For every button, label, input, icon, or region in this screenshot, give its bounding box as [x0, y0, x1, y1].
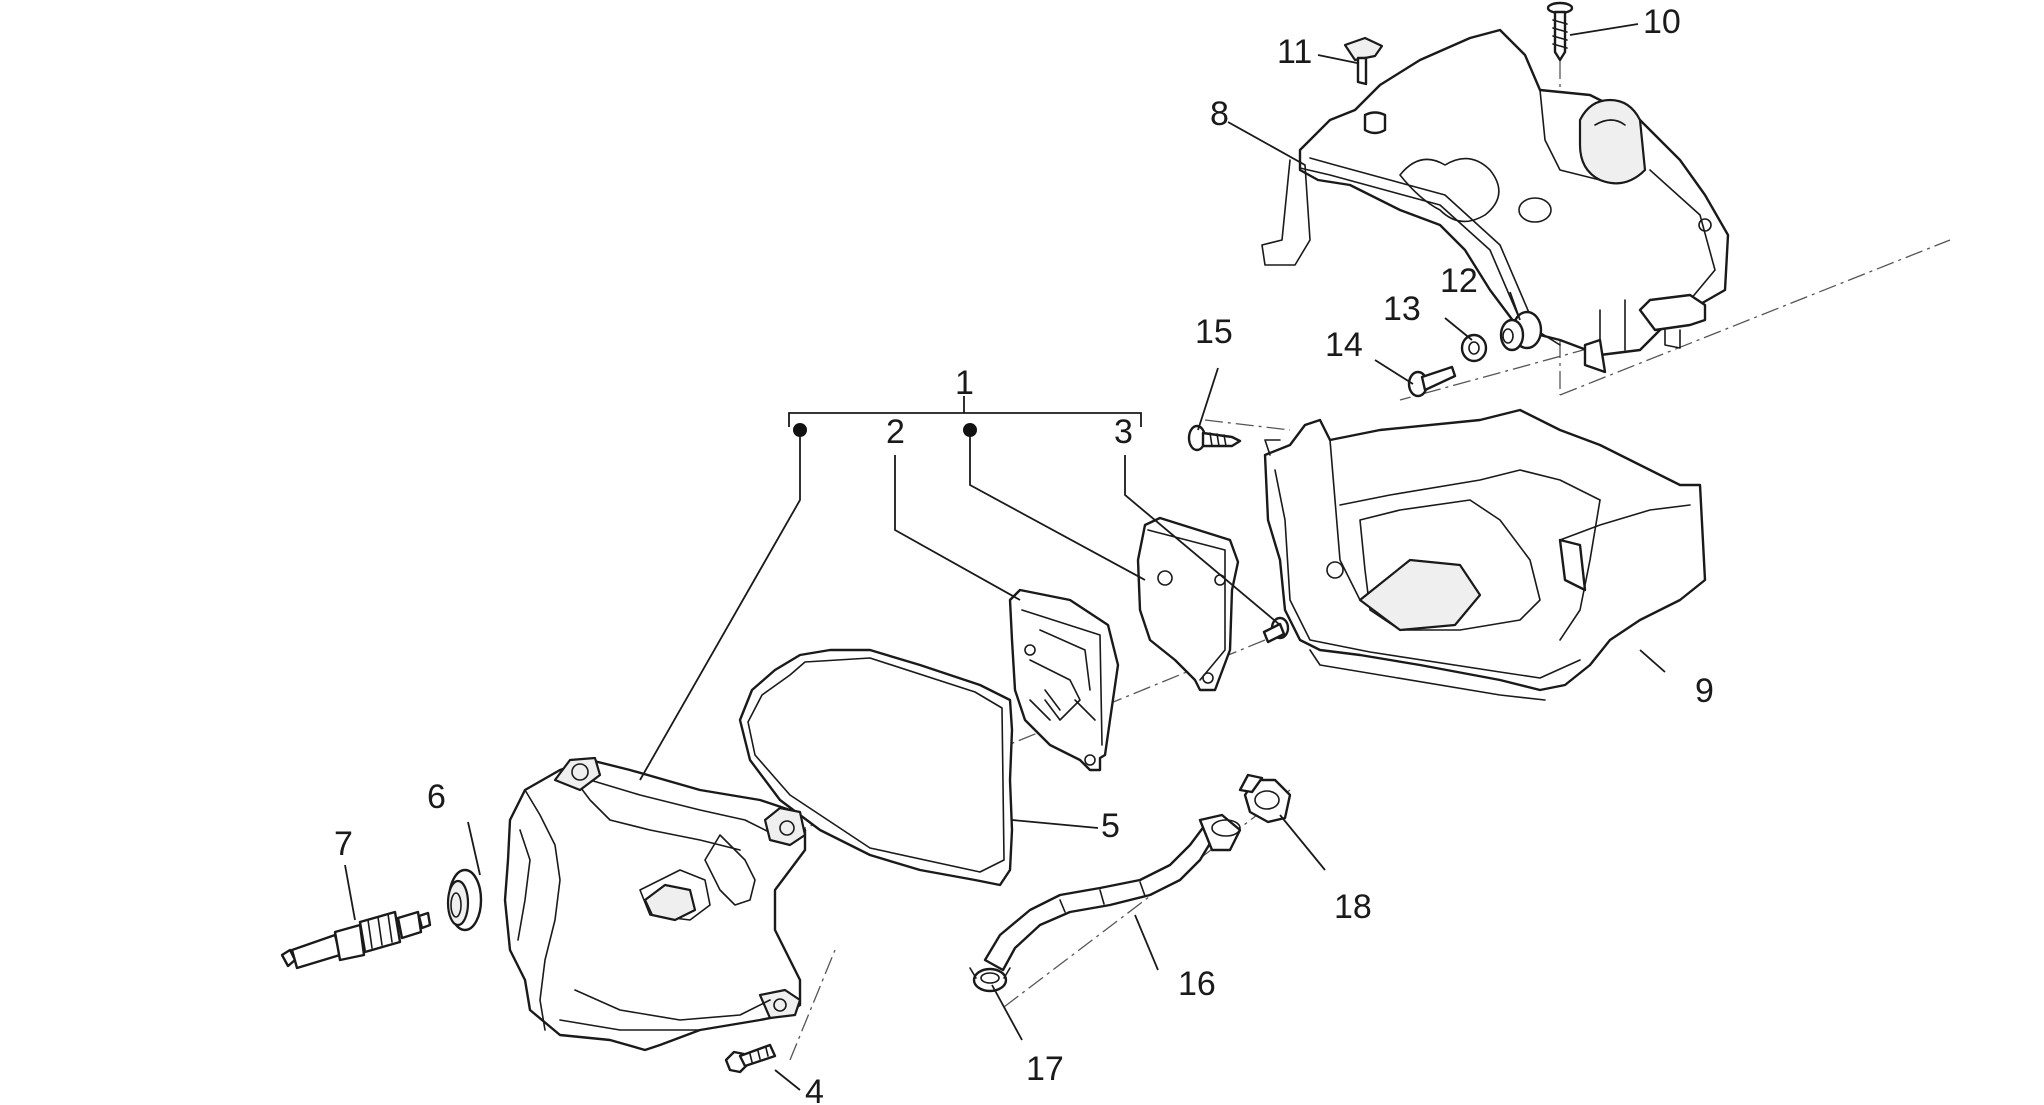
callout-8: 8: [1210, 95, 1229, 133]
knob-part-11: [1343, 36, 1384, 86]
spark-plug-part-7: [280, 910, 432, 970]
grommet-part-12: [1499, 310, 1543, 352]
upper-cover-part-8: [1261, 28, 1730, 374]
lower-cover-part-9: [1263, 408, 1707, 701]
clamp-part-18: [1238, 773, 1292, 824]
callout-1: 1: [955, 364, 974, 402]
callout-6: 6: [427, 778, 446, 816]
reed-plate-part-2: [1008, 588, 1120, 772]
clip-part-17: [969, 967, 1011, 993]
callout-2: 2: [886, 413, 905, 451]
seal-part-6: [446, 868, 483, 932]
callout-4: 4: [805, 1073, 824, 1105]
callout-17: 17: [1026, 1050, 1064, 1088]
callout-16: 16: [1178, 965, 1216, 1003]
callout-18: 18: [1334, 888, 1372, 926]
callout-13: 13: [1383, 290, 1421, 328]
leader-lines: [344, 23, 1666, 1091]
callout-12: 12: [1440, 262, 1478, 300]
screw-part-15: [1187, 424, 1242, 452]
washer-part-13: [1460, 333, 1488, 363]
callout-11: 11: [1277, 33, 1312, 71]
hose-part-16: [983, 813, 1242, 972]
callout-5: 5: [1101, 807, 1120, 845]
screw-part-3: [1262, 616, 1290, 644]
callout-10: 10: [1643, 3, 1681, 41]
head-cover: [503, 756, 807, 1052]
screw-part-14: [1407, 365, 1457, 398]
group-bracket-1: [788, 396, 1142, 437]
callout-labels: 1 2 3 4 5 6 7 8 9 10 11 12 13 14 15 16 1…: [334, 3, 1714, 1105]
screw-part-10: [1546, 1, 1574, 62]
gasket-part-5: [738, 648, 1014, 887]
callout-15: 15: [1195, 313, 1233, 351]
plate-outer: [1136, 516, 1240, 692]
callout-7: 7: [334, 825, 353, 863]
callout-9: 9: [1695, 672, 1714, 710]
callout-14: 14: [1325, 326, 1363, 364]
bolt-part-4: [724, 1043, 777, 1074]
callout-3: 3: [1114, 413, 1133, 451]
